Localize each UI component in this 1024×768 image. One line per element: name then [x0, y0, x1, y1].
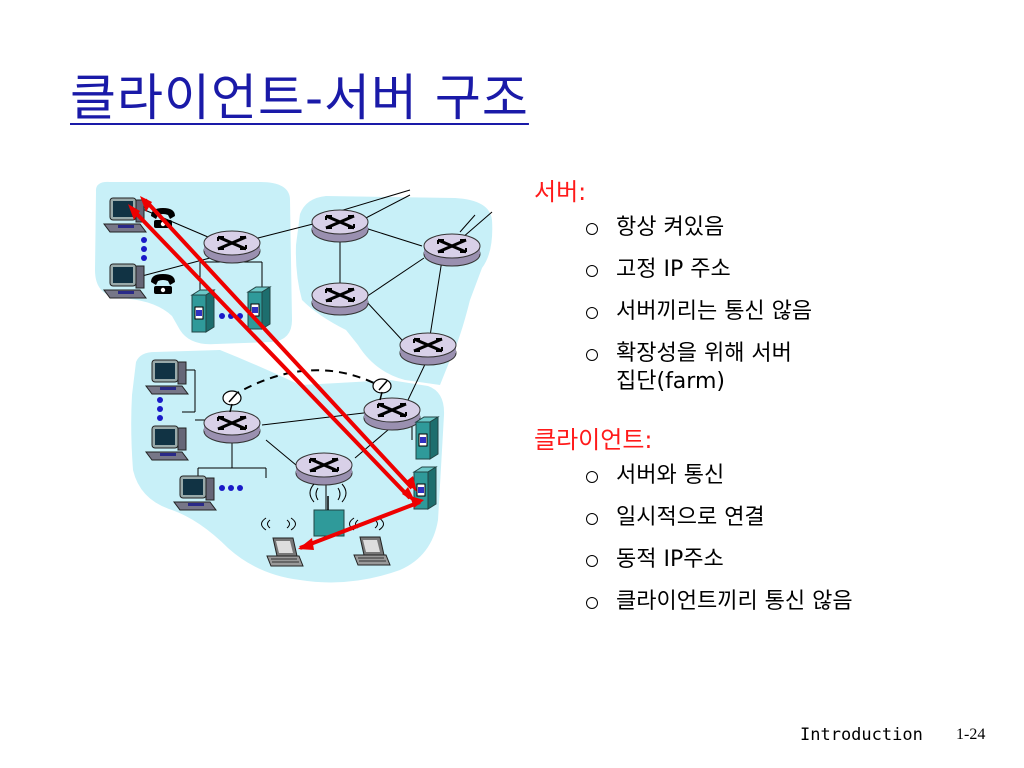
- server-bullet-list: 항상 켜있음 고정 IP 주소 서버끼리는 통신 않음 확장성을 위해 서버 집…: [584, 214, 812, 410]
- bullet-icon: [586, 471, 598, 483]
- page-number: 1-24: [956, 726, 986, 743]
- router-icon: [202, 409, 262, 445]
- bullet-icon: [586, 349, 598, 361]
- bullet-icon: [586, 513, 598, 525]
- list-item: 확장성을 위해 서버: [584, 340, 812, 368]
- bullet-icon: [586, 223, 598, 235]
- client-server-arrows: [128, 196, 424, 550]
- server-icon: [415, 416, 439, 460]
- list-item: 동적 IP주소: [584, 546, 853, 574]
- pc-icon: [145, 359, 189, 395]
- list-item-continuation: 집단(farm): [616, 369, 725, 394]
- router-icon: [422, 232, 482, 268]
- router-icon: [294, 451, 354, 487]
- server-icon: [191, 289, 215, 333]
- server-section-label: 서버:: [534, 178, 587, 206]
- list-item: 일시적으로 연결: [584, 504, 853, 532]
- list-item: 항상 켜있음: [584, 214, 812, 242]
- router-icon: [310, 208, 370, 244]
- pc-icon: [173, 475, 217, 511]
- pc-icon: [145, 425, 189, 461]
- network-links: [139, 189, 493, 510]
- list-item: 클라이언트끼리 통신 않음: [584, 588, 853, 616]
- client-bullet-list: 서버와 통신 일시적으로 연결 동적 IP주소 클라이언트끼리 통신 않음: [584, 462, 853, 630]
- bullet-icon: [586, 597, 598, 609]
- list-item: 고정 IP 주소: [584, 256, 812, 284]
- list-item: 서버끼리는 통신 않음: [584, 298, 812, 326]
- pc-icon: [103, 263, 147, 299]
- footer-label: Introduction: [800, 725, 923, 745]
- slide-title: 클라이언트-서버 구조: [70, 69, 529, 127]
- wireless-signal-icon: [261, 517, 384, 531]
- ellipsis-dots: [141, 237, 243, 491]
- router-icon: [202, 229, 262, 265]
- satellite-link: [231, 369, 381, 397]
- bullet-icon: [586, 555, 598, 567]
- bullet-icon: [586, 307, 598, 319]
- router-icon: [362, 396, 422, 432]
- wireless-base-station-icon: [309, 483, 347, 537]
- router-icon: [398, 331, 458, 367]
- client-section-label: 클라이언트:: [534, 426, 653, 454]
- list-item: 서버와 통신: [584, 462, 853, 490]
- bullet-icon: [586, 265, 598, 277]
- router-icon: [310, 281, 370, 317]
